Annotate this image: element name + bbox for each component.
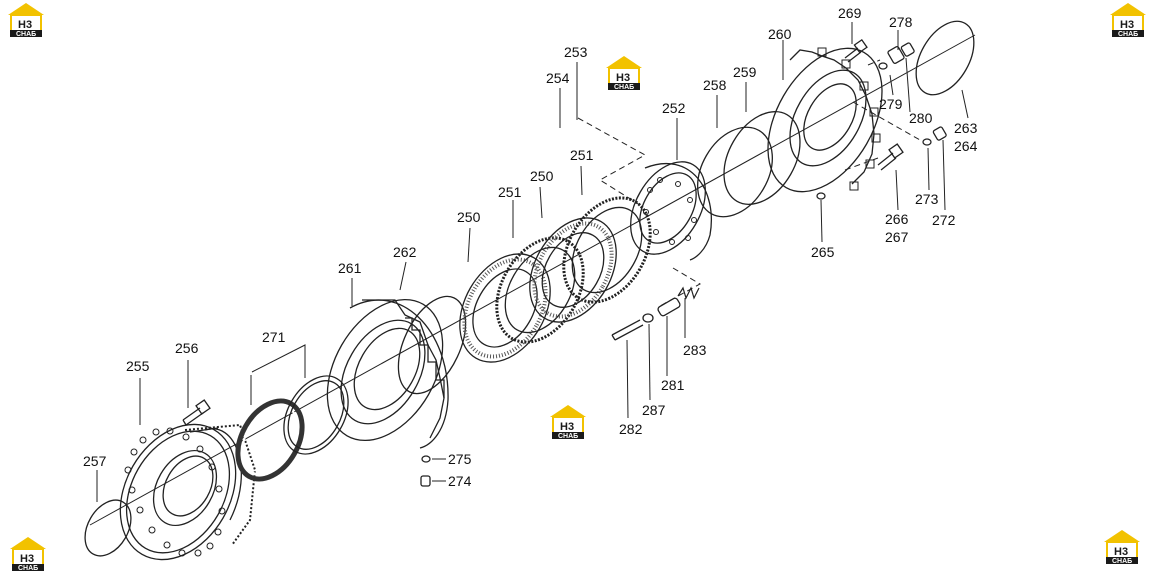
part-251-steel-disc-2 <box>562 196 652 304</box>
label-282: 282 <box>619 421 643 437</box>
assembly-guides <box>577 59 921 307</box>
part-266-bolt <box>877 143 904 171</box>
label-261: 261 <box>338 260 362 276</box>
svg-text:CHAБ: CHAБ <box>558 433 578 440</box>
leader-lines <box>96 22 969 502</box>
svg-text:H3: H3 <box>1120 19 1134 31</box>
part-labels: 253 254 252 258 259 260 269 278 279 280 … <box>83 5 978 489</box>
svg-text:CHAБ: CHAБ <box>16 31 36 38</box>
part-269-bolt <box>844 38 868 63</box>
part-262-o-ring <box>397 295 467 395</box>
part-250-lined-disc-2 <box>529 217 617 323</box>
label-258: 258 <box>703 77 727 93</box>
logo-bottom-left: H3 CHAБ <box>10 537 46 572</box>
center-axis <box>89 34 976 526</box>
svg-text:CHAБ: CHAБ <box>18 565 38 572</box>
part-265-washer <box>816 192 826 200</box>
label-252: 252 <box>662 100 686 116</box>
label-287: 287 <box>642 402 666 418</box>
label-281: 281 <box>661 377 685 393</box>
label-251-upper: 251 <box>570 147 594 163</box>
label-267: 267 <box>885 229 909 245</box>
part-261-housing <box>326 298 449 449</box>
label-250-lower: 250 <box>457 209 481 225</box>
label-254: 254 <box>546 70 570 86</box>
label-280: 280 <box>909 110 933 126</box>
part-255-flange-hub <box>119 423 257 561</box>
svg-text:H3: H3 <box>20 553 34 565</box>
label-278: 278 <box>889 14 913 30</box>
svg-text:CHAБ: CHAБ <box>1118 31 1138 38</box>
part-272-plug <box>932 126 947 141</box>
svg-text:H3: H3 <box>560 421 574 433</box>
label-271: 271 <box>262 329 286 345</box>
part-251-steel-disc <box>495 236 585 344</box>
part-263-o-ring <box>915 20 975 96</box>
part-271-seal-rings <box>235 375 349 482</box>
label-256: 256 <box>175 340 199 356</box>
label-269: 269 <box>838 5 862 21</box>
part-282-bolt <box>611 319 644 341</box>
part-274-nut <box>420 475 431 487</box>
logo-center-bottom: H3 CHAБ <box>550 405 586 440</box>
label-259: 259 <box>733 64 757 80</box>
logo-top-left: H3 CHAБ <box>8 3 44 38</box>
label-260: 260 <box>768 26 792 42</box>
part-281-pin <box>657 297 681 317</box>
logo-top-right: H3 CHAБ <box>1110 3 1146 38</box>
label-273: 273 <box>915 191 939 207</box>
part-250-lined-disc <box>459 253 551 363</box>
label-279: 279 <box>879 96 903 112</box>
part-275-washer <box>421 455 431 463</box>
part-278-plug <box>887 46 905 64</box>
svg-text:CHAБ: CHAБ <box>614 84 634 91</box>
label-251-lower: 251 <box>498 184 522 200</box>
label-272: 272 <box>932 212 956 228</box>
part-260-cover <box>767 47 883 193</box>
svg-text:H3: H3 <box>616 72 630 84</box>
logo-bottom-right: H3 CHAБ <box>1104 530 1140 565</box>
svg-text:H3: H3 <box>18 19 32 31</box>
part-283-spring <box>677 286 700 300</box>
label-265: 265 <box>811 244 835 260</box>
part-273-washer <box>922 138 932 146</box>
part-280-fitting <box>900 42 915 57</box>
part-258-seal <box>697 126 773 218</box>
label-283: 283 <box>683 342 707 358</box>
label-263: 263 <box>954 120 978 136</box>
label-266: 266 <box>885 211 909 227</box>
label-250-upper: 250 <box>530 168 554 184</box>
label-257: 257 <box>83 453 107 469</box>
part-257-o-ring <box>84 499 132 557</box>
label-275: 275 <box>448 451 472 467</box>
part-259-seal <box>723 111 801 205</box>
part-287-washer <box>642 313 654 323</box>
label-262: 262 <box>393 244 417 260</box>
part-279-washer <box>878 62 888 70</box>
svg-text:CHAБ: CHAБ <box>1112 558 1132 565</box>
label-274: 274 <box>448 473 472 489</box>
label-264: 264 <box>954 138 978 154</box>
svg-text:H3: H3 <box>1114 546 1128 558</box>
logo-center-top: H3 CHAБ <box>606 56 642 91</box>
label-253: 253 <box>564 44 588 60</box>
part-252-piston <box>630 161 712 261</box>
label-255: 255 <box>126 358 150 374</box>
part-256-bolt <box>182 399 211 426</box>
